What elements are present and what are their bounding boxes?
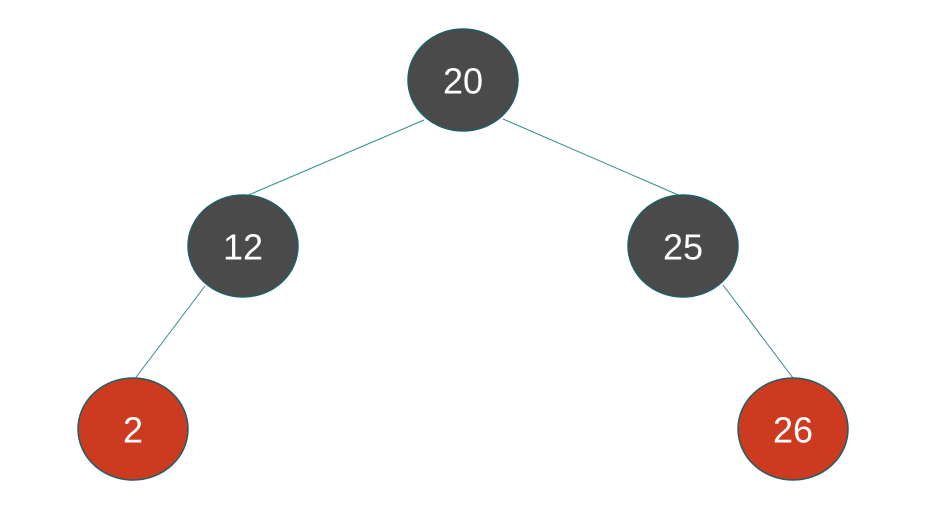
node-2-circle xyxy=(77,377,189,481)
node-12-circle xyxy=(187,194,299,298)
edge-20-25 xyxy=(502,118,684,198)
node-20-circle xyxy=(407,28,519,132)
edge-20-12 xyxy=(243,119,425,198)
node-20: 20 xyxy=(407,28,519,132)
tree-nodes: 20 12 25 2 26 xyxy=(77,28,849,481)
node-26-circle xyxy=(737,377,849,481)
node-2-label: 2 xyxy=(123,410,143,451)
node-12: 12 xyxy=(187,194,299,298)
node-12-label: 12 xyxy=(223,227,263,268)
node-26-label: 26 xyxy=(773,410,813,451)
tree-edges xyxy=(133,118,794,381)
node-25-label: 25 xyxy=(663,227,703,268)
node-20-label: 20 xyxy=(443,61,483,102)
node-2: 2 xyxy=(77,377,189,481)
node-25: 25 xyxy=(627,194,739,298)
edge-12-2 xyxy=(133,285,206,381)
node-26: 26 xyxy=(737,377,849,481)
edge-25-26 xyxy=(722,284,794,379)
node-25-circle xyxy=(627,194,739,298)
